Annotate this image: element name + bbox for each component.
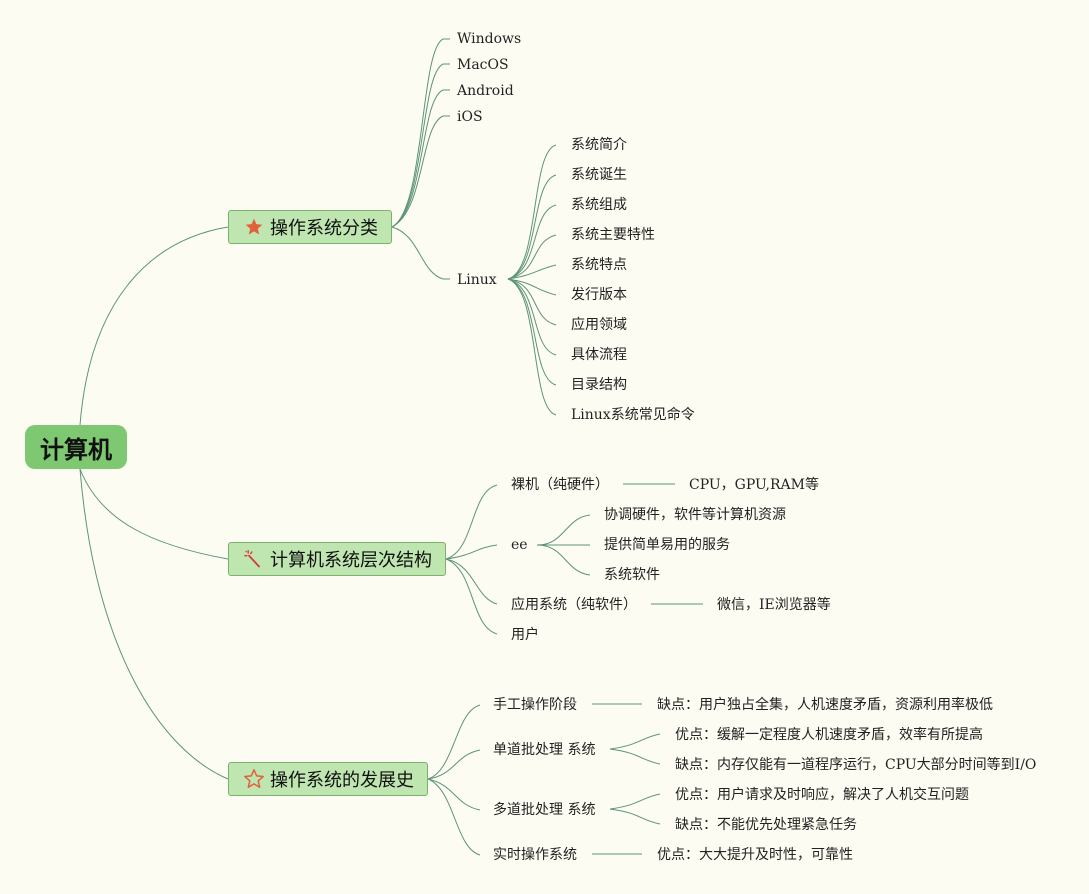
node-ee[interactable]: ee bbox=[511, 537, 528, 553]
linux-child[interactable]: 系统简介 bbox=[571, 137, 627, 153]
ee-child[interactable]: 系统软件 bbox=[604, 567, 660, 583]
branch-os-history[interactable]: 操作系统的发展史 bbox=[228, 762, 428, 796]
ee-child[interactable]: 提供简单易用的服务 bbox=[604, 537, 730, 553]
node-application-system[interactable]: 应用系统（纯软件） bbox=[511, 597, 637, 613]
node-multi-batch[interactable]: 多道批处理 系统 bbox=[493, 802, 596, 818]
star-outline-icon bbox=[243, 768, 265, 790]
root-label: 计算机 bbox=[40, 435, 112, 464]
magic-wand-icon bbox=[243, 548, 265, 570]
node-android[interactable]: Android bbox=[457, 83, 514, 99]
linux-child[interactable]: 系统主要特性 bbox=[571, 227, 655, 243]
branch-os-classification-label: 操作系统分类 bbox=[270, 218, 378, 239]
node-single-batch[interactable]: 单道批处理 系统 bbox=[493, 742, 596, 758]
node-bare-machine[interactable]: 裸机（纯硬件） bbox=[511, 477, 609, 493]
linux-child[interactable]: 发行版本 bbox=[571, 287, 627, 303]
linux-child[interactable]: 具体流程 bbox=[571, 347, 627, 363]
node-application-detail[interactable]: 微信，IE浏览器等 bbox=[717, 597, 831, 613]
node-linux[interactable]: Linux bbox=[457, 272, 497, 288]
branch-os-classification[interactable]: 操作系统分类 bbox=[228, 210, 392, 244]
node-ios[interactable]: iOS bbox=[457, 109, 483, 125]
node-windows[interactable]: Windows bbox=[457, 31, 522, 47]
node-multi-batch-pro[interactable]: 优点：用户请求及时响应，解决了人机交互问题 bbox=[675, 787, 969, 803]
node-realtime[interactable]: 实时操作系统 bbox=[493, 847, 577, 863]
branch-system-hierarchy[interactable]: 计算机系统层次结构 bbox=[228, 542, 446, 576]
branch-system-hierarchy-label: 计算机系统层次结构 bbox=[270, 550, 432, 571]
node-bare-machine-detail[interactable]: CPU，GPU,RAM等 bbox=[689, 477, 819, 493]
linux-child[interactable]: 应用领域 bbox=[571, 317, 627, 333]
linux-child[interactable]: 系统诞生 bbox=[571, 167, 627, 183]
node-realtime-detail[interactable]: 优点：大大提升及时性，可靠性 bbox=[657, 847, 853, 863]
node-user[interactable]: 用户 bbox=[511, 627, 539, 643]
node-manual-stage[interactable]: 手工操作阶段 bbox=[493, 697, 577, 713]
star-filled-icon bbox=[243, 216, 265, 238]
linux-child[interactable]: 系统组成 bbox=[571, 197, 627, 213]
linux-child[interactable]: 系统特点 bbox=[571, 257, 627, 273]
linux-child[interactable]: 目录结构 bbox=[571, 377, 627, 393]
node-single-batch-pro[interactable]: 优点：缓解一定程度人机速度矛盾，效率有所提高 bbox=[675, 727, 983, 743]
node-macos[interactable]: MacOS bbox=[457, 57, 509, 73]
branch-os-history-label: 操作系统的发展史 bbox=[270, 770, 414, 791]
ee-child[interactable]: 协调硬件，软件等计算机资源 bbox=[604, 507, 786, 523]
node-manual-stage-detail[interactable]: 缺点：用户独占全集，人机速度矛盾，资源利用率极低 bbox=[657, 697, 993, 713]
root-node[interactable]: 计算机 bbox=[25, 425, 127, 469]
linux-child[interactable]: Linux系统常见命令 bbox=[571, 407, 695, 423]
node-single-batch-con[interactable]: 缺点：内存仅能有一道程序运行，CPU大部分时间等到I/O bbox=[675, 757, 1037, 773]
node-multi-batch-con[interactable]: 缺点：不能优先处理紧急任务 bbox=[675, 817, 857, 833]
